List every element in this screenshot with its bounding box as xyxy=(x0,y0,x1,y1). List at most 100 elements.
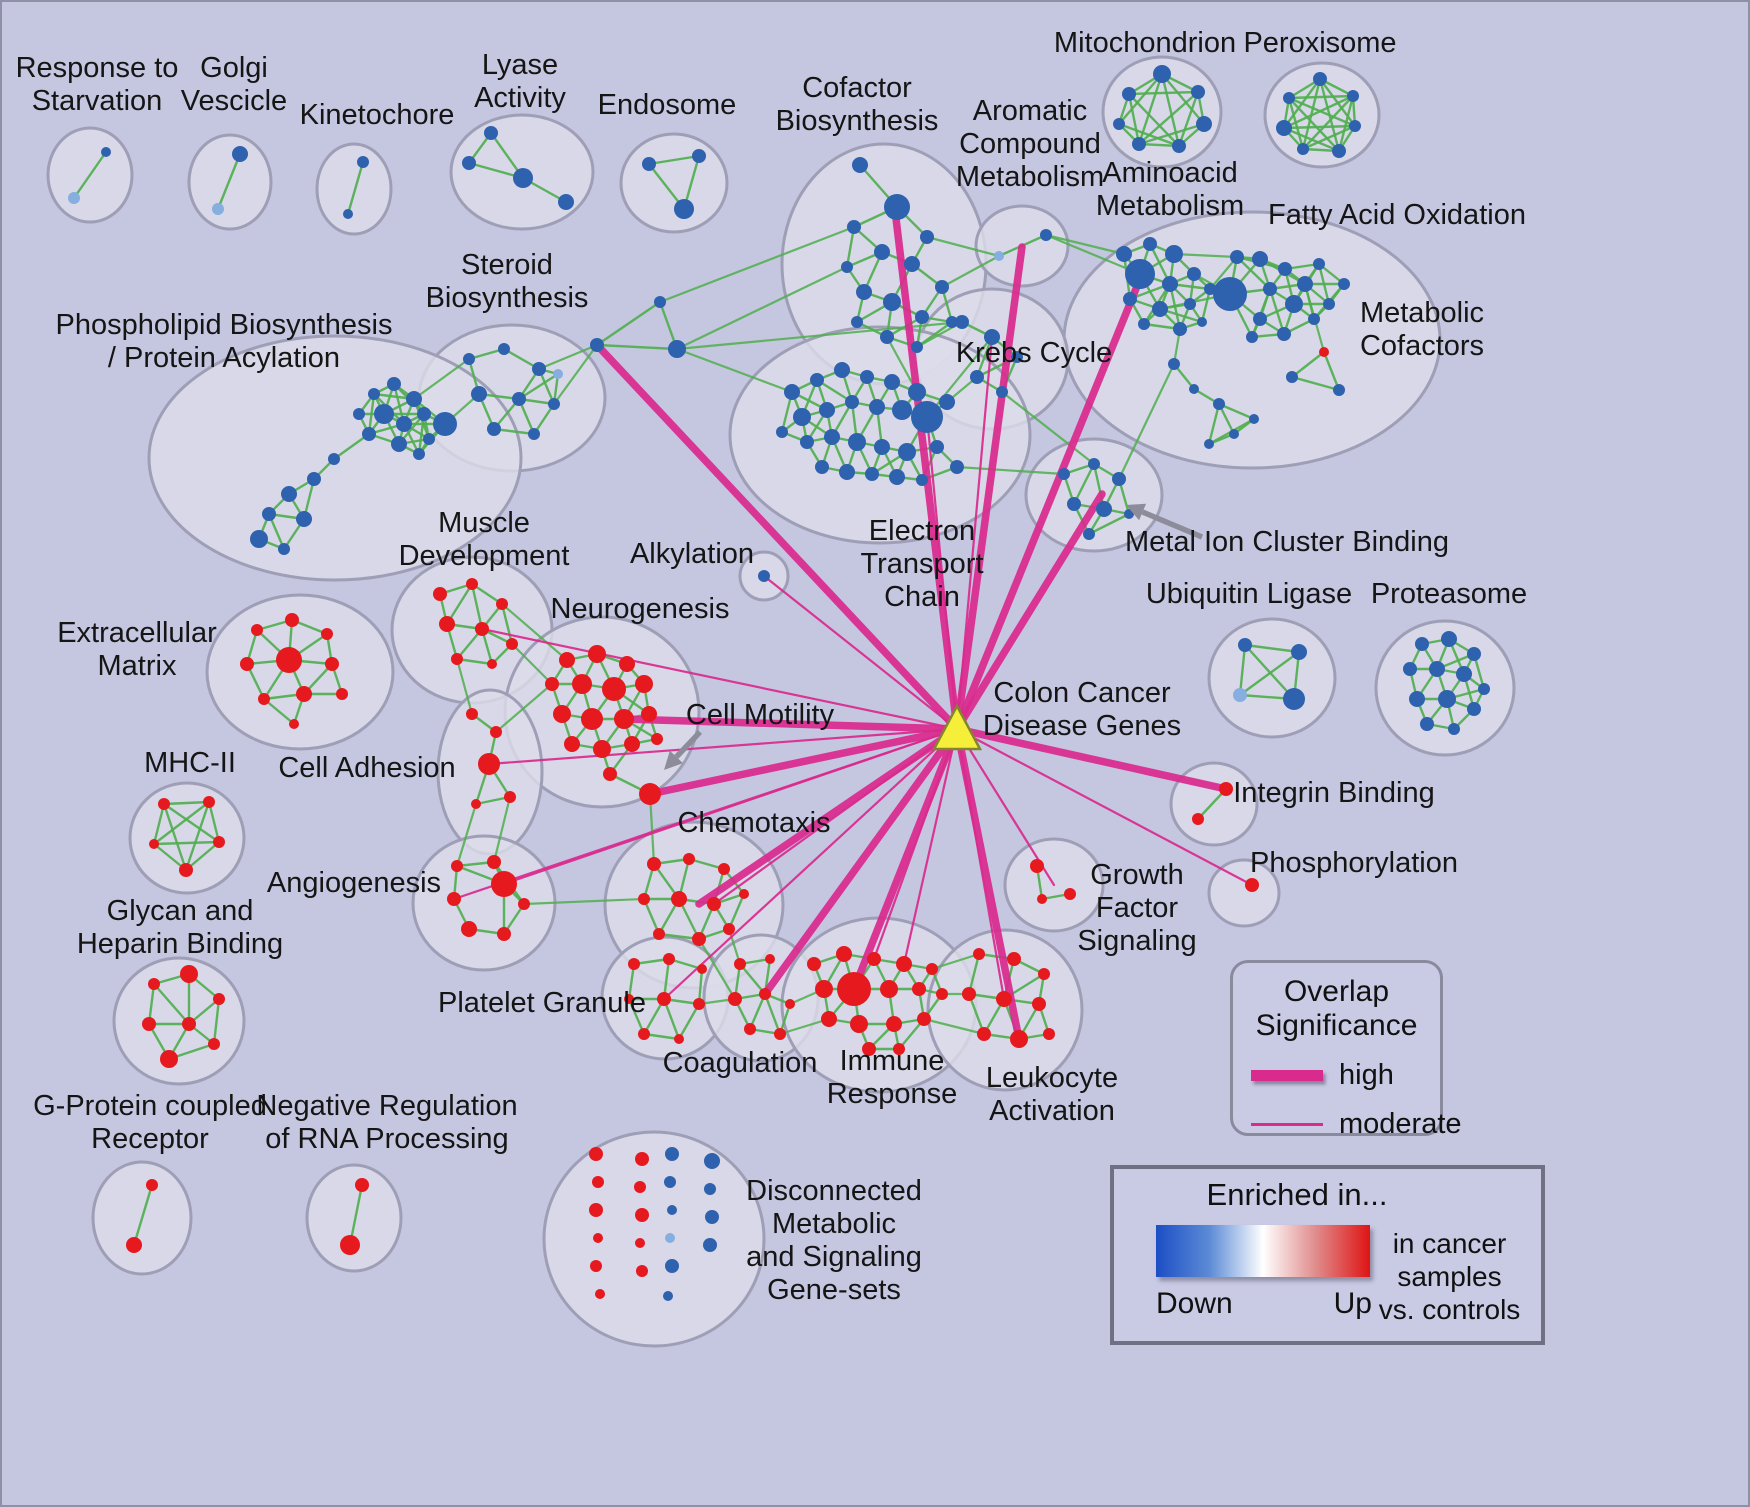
gene-set-node xyxy=(1083,528,1095,540)
cluster-label-steroid-biosynthesis-line: Steroid xyxy=(461,249,553,281)
cluster-bubble-extracellular-matrix xyxy=(205,593,395,751)
gene-set-node xyxy=(1116,246,1132,262)
gene-set-overlap-edge xyxy=(1088,512,1130,536)
gene-set-node xyxy=(325,657,339,671)
significance-edge-high xyxy=(646,725,961,798)
gene-set-node xyxy=(1191,85,1205,99)
gene-set-node xyxy=(1249,414,1259,424)
gene-set-node xyxy=(692,932,706,946)
cluster-label-chemotaxis: Chemotaxis xyxy=(677,807,830,839)
gene-set-node xyxy=(396,416,412,432)
gene-set-node xyxy=(635,1152,649,1166)
gene-set-node xyxy=(1246,331,1258,343)
gene-set-node xyxy=(642,157,656,171)
cluster-label-electron-transport-chain-line: Electron xyxy=(869,515,975,547)
gene-set-node xyxy=(478,753,500,775)
gene-set-node xyxy=(904,256,920,272)
enrichment-side-line1: in cancer xyxy=(1392,1228,1507,1259)
gene-set-node xyxy=(636,1265,648,1277)
gene-set-overlap-edge xyxy=(727,893,746,930)
significance-edge-moderate xyxy=(955,727,1056,887)
cluster-bubble-disconnected-gene-sets xyxy=(542,1130,766,1348)
gene-set-node xyxy=(884,374,900,390)
gene-set-node xyxy=(1011,351,1023,363)
gene-set-overlap-edge xyxy=(185,841,220,871)
significance-edge-high xyxy=(953,725,1230,793)
cluster-label-ubiquitin-ligase: Ubiquitin Ligase xyxy=(1146,578,1352,610)
gene-set-node xyxy=(911,401,943,433)
gene-set-node xyxy=(651,733,663,745)
gene-set-node xyxy=(496,598,508,610)
significance-edge-moderate xyxy=(902,727,959,966)
gene-set-node xyxy=(368,388,380,400)
gene-set-node xyxy=(1122,87,1136,101)
gene-set-node xyxy=(461,921,477,937)
inter-cluster-edge xyxy=(1045,233,1125,256)
gene-set-node xyxy=(532,362,546,376)
gene-set-node xyxy=(1333,384,1345,396)
cluster-label-growth-factor-signaling-line: Growth xyxy=(1090,859,1183,891)
gene-set-node xyxy=(1319,347,1329,357)
enrichment-side-line2: samples xyxy=(1397,1261,1502,1292)
gene-set-node xyxy=(1007,952,1021,966)
gene-set-node xyxy=(1152,301,1168,317)
significance-edge-moderate xyxy=(955,727,1006,1001)
inter-cluster-edge xyxy=(676,347,793,394)
gene-set-node xyxy=(1213,277,1247,311)
inter-cluster-edge xyxy=(727,928,742,965)
gene-set-node xyxy=(353,408,365,420)
gene-set-node xyxy=(765,954,775,964)
gene-set-node xyxy=(847,220,861,234)
gene-set-node xyxy=(1040,229,1052,241)
gene-set-node xyxy=(671,891,687,907)
gene-set-node xyxy=(518,898,530,910)
cluster-bubble-endosome xyxy=(619,132,729,234)
pointer-arrow-line-1 xyxy=(674,730,702,759)
gene-set-node xyxy=(950,460,964,474)
gene-set-node xyxy=(374,404,394,424)
gene-set-node xyxy=(697,964,707,974)
cluster-label-aromatic-compound-metabolism-line: Aromatic xyxy=(973,95,1087,127)
gene-set-node xyxy=(158,798,170,810)
gene-set-node xyxy=(1213,398,1225,410)
gene-set-node xyxy=(850,1015,868,1033)
cluster-bubble-negative-regulation-of-rna-processing xyxy=(305,1163,403,1273)
gene-set-node xyxy=(413,448,425,460)
gene-set-node xyxy=(1168,358,1180,370)
gene-set-node xyxy=(704,1153,720,1169)
significance-edge-high xyxy=(953,490,1106,733)
inter-cluster-edge xyxy=(538,343,598,371)
gene-set-node xyxy=(807,957,821,971)
cluster-label-kinetochore: Kinetochore xyxy=(300,99,455,131)
gene-set-node xyxy=(693,998,705,1010)
gene-set-node xyxy=(1112,472,1126,486)
gene-set-node xyxy=(593,740,611,758)
gene-set-node xyxy=(258,693,270,705)
gene-set-overlap-edge xyxy=(518,372,559,401)
gene-set-node xyxy=(146,1179,158,1191)
cluster-label-phospholipid-biosynthesis-protein-acylation: Phospholipid Biosynthesis/ Protein Acyla… xyxy=(56,309,393,374)
gene-set-node xyxy=(490,726,502,738)
gene-set-node xyxy=(1197,317,1207,327)
gene-set-node xyxy=(504,791,516,803)
gene-set-node xyxy=(667,1205,677,1215)
gene-set-node xyxy=(572,674,592,694)
gene-set-node xyxy=(343,209,353,219)
cluster-label-endosome: Endosome xyxy=(598,89,737,121)
gene-set-overlap-edge xyxy=(1283,124,1356,130)
gene-set-node xyxy=(665,1147,679,1161)
cluster-label-cell-adhesion-line: Cell Adhesion xyxy=(278,752,455,784)
gene-set-node xyxy=(880,330,894,344)
gene-set-overlap-edge xyxy=(153,801,210,845)
significance-edge-moderate xyxy=(925,415,959,731)
gene-set-node xyxy=(624,994,634,1004)
gene-set-node xyxy=(1286,371,1298,383)
gene-set-node xyxy=(837,972,871,1006)
gene-set-overlap-edge xyxy=(1207,403,1221,445)
gene-set-node xyxy=(1456,666,1472,682)
cluster-label-alkylation-line: Alkylation xyxy=(630,538,754,570)
cluster-label-proteasome: Proteasome xyxy=(1371,578,1527,610)
